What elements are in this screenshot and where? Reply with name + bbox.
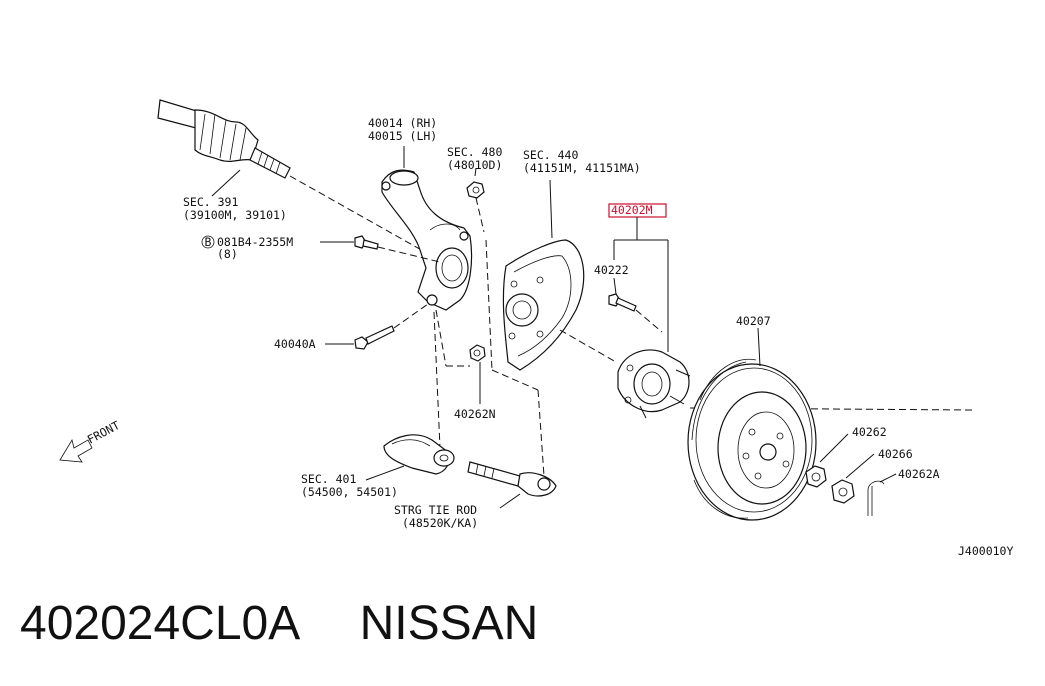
wheel-hub-bearing[interactable] [617,349,691,419]
steering-tie-rod[interactable] [467,461,557,497]
washer-40266[interactable] [831,479,855,504]
part-number: 402024CL0A [20,597,301,650]
footer-title: 402024CL0A NISSAN [20,596,538,666]
brand-name: NISSAN [359,597,539,650]
label-bolt-mark: B [205,235,212,249]
label-bolt-40040a[interactable]: 40040A [274,337,316,351]
brake-rotor[interactable] [687,358,817,521]
label-sec391[interactable]: SEC. 391 [183,195,238,209]
steering-knuckle[interactable] [381,169,473,311]
front-direction-arrow: FRONT [59,418,122,463]
label-tie-rod[interactable]: STRG TIE ROD [394,503,477,517]
label-hub-assembly[interactable]: 40202M [611,203,653,217]
label-front: FRONT [85,418,122,447]
label-sec440-parts: (41151M, 41151MA) [523,161,641,175]
label-sec480-parts: (48010D) [447,158,502,172]
brake-backing-plate[interactable] [502,239,585,371]
label-nut-40262[interactable]: 40262 [852,425,887,439]
label-sec391-parts: (39100M, 39101) [183,208,287,222]
label-washer[interactable]: 40266 [878,447,913,461]
label-sec440[interactable]: SEC. 440 [523,148,578,162]
label-knuckle-rh[interactable]: 40014 (RH) [368,116,437,130]
nut-40262n[interactable] [469,344,486,362]
label-sec480[interactable]: SEC. 480 [447,145,502,159]
label-bolt-081b4[interactable]: 081B4-2355M [217,235,293,249]
bolt-40040a[interactable] [354,325,395,350]
nut-40262[interactable] [805,465,827,488]
label-sec401[interactable]: SEC. 401 [301,472,356,486]
label-nut-40262n[interactable]: 40262N [454,407,496,421]
label-hub-bolt[interactable]: 40222 [594,263,629,277]
sec480-nut[interactable] [466,181,485,199]
drawing-id: J400010Y [958,544,1013,558]
label-sec401-parts: (54500, 54501) [301,485,398,499]
cotter-pin-40262a[interactable] [867,480,885,516]
lower-arm[interactable] [383,434,455,475]
label-rotor[interactable]: 40207 [736,314,771,328]
drive-shaft[interactable] [157,99,291,179]
label-tie-rod-parts: (48520K/KA) [402,516,478,530]
label-cotter-pin[interactable]: 40262A [898,467,940,481]
hub-bolt-40222[interactable] [608,293,637,312]
label-knuckle-lh[interactable]: 40015 (LH) [368,129,437,143]
bolt-081b4-2355m[interactable] [354,235,379,250]
label-bolt-qty: (8) [217,247,238,261]
callout-circle-b [201,235,215,249]
